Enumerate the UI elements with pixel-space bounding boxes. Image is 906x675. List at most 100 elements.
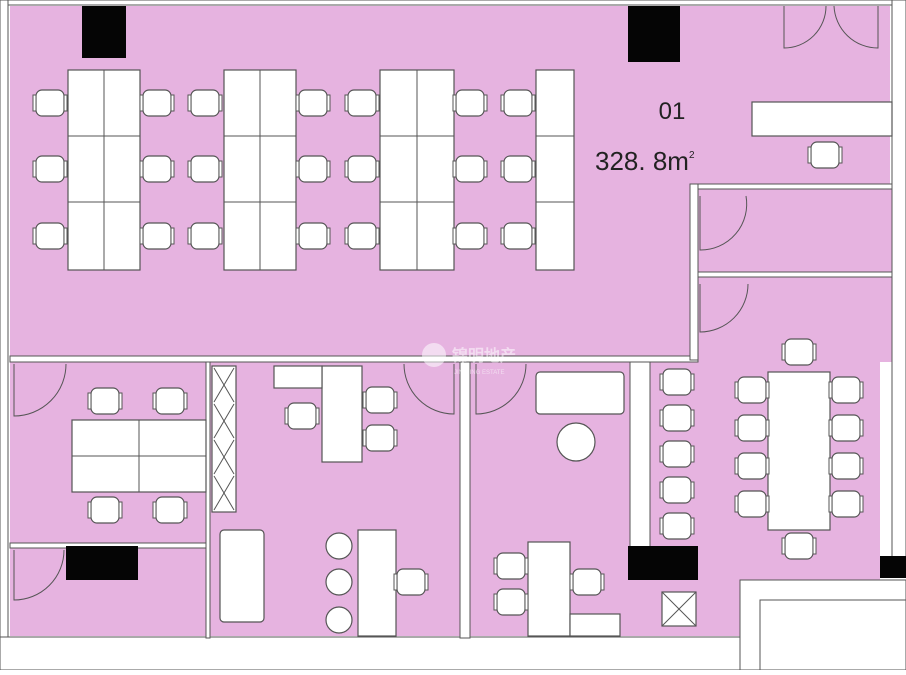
cabinet-cross bbox=[213, 475, 235, 511]
chair bbox=[344, 222, 380, 250]
watermark: 锦明地产 JIN MING ESTATE bbox=[422, 343, 516, 376]
office-return-a bbox=[273, 365, 323, 389]
column bbox=[628, 6, 680, 62]
stool bbox=[325, 606, 353, 634]
chair bbox=[32, 222, 68, 250]
cabinet-cross bbox=[213, 403, 235, 439]
right-wall bbox=[891, 0, 906, 561]
chair bbox=[32, 155, 68, 183]
chair bbox=[284, 402, 320, 430]
chair bbox=[500, 89, 536, 117]
chair bbox=[734, 452, 770, 480]
chair bbox=[781, 532, 817, 560]
chair bbox=[362, 424, 398, 452]
chair bbox=[734, 376, 770, 404]
cabinet-cross bbox=[213, 367, 235, 403]
chairs bbox=[32, 89, 864, 634]
middle-wall bbox=[9, 355, 699, 363]
chair bbox=[781, 338, 817, 366]
shaft-cross bbox=[661, 591, 697, 627]
chair bbox=[87, 387, 123, 415]
left-wall bbox=[0, 0, 9, 671]
office-desk-b bbox=[527, 541, 571, 637]
partition-3 bbox=[629, 361, 651, 549]
chair bbox=[493, 588, 529, 616]
chair bbox=[493, 552, 529, 580]
chair bbox=[187, 89, 223, 117]
room-area-value: 328. 8m bbox=[595, 146, 689, 176]
chair bbox=[828, 490, 864, 518]
partition-1 bbox=[205, 361, 211, 639]
chair bbox=[659, 368, 695, 396]
cabinet-pattern bbox=[213, 367, 697, 627]
chair bbox=[452, 89, 488, 117]
chair bbox=[659, 476, 695, 504]
chair bbox=[828, 414, 864, 442]
corridor-wall-mid bbox=[697, 271, 893, 278]
column bbox=[628, 546, 698, 580]
stool bbox=[325, 532, 353, 560]
chair bbox=[807, 141, 843, 169]
office-desk-a2 bbox=[357, 529, 397, 637]
door-swing bbox=[699, 283, 749, 333]
watermark-logo-icon bbox=[422, 343, 446, 367]
chair bbox=[734, 414, 770, 442]
chair bbox=[500, 222, 536, 250]
chair bbox=[344, 155, 380, 183]
sofa-b bbox=[535, 371, 625, 415]
watermark-text: 锦明地产 bbox=[452, 346, 516, 365]
chair bbox=[295, 155, 331, 183]
room-number: 01 bbox=[659, 98, 686, 125]
door-swing bbox=[475, 363, 527, 415]
cabinet bbox=[211, 365, 237, 513]
office-return-b bbox=[569, 613, 621, 637]
conference-table bbox=[767, 371, 831, 531]
door-swing bbox=[13, 363, 67, 417]
chair bbox=[344, 89, 380, 117]
doors bbox=[13, 5, 879, 601]
chair bbox=[295, 222, 331, 250]
desk-cluster-4 bbox=[535, 69, 575, 271]
chair bbox=[87, 496, 123, 524]
chair bbox=[393, 568, 429, 596]
chair bbox=[828, 452, 864, 480]
door-swing bbox=[783, 5, 827, 49]
chair bbox=[362, 386, 398, 414]
chair bbox=[152, 496, 188, 524]
chair bbox=[139, 222, 175, 250]
chair bbox=[569, 568, 605, 596]
chair bbox=[187, 222, 223, 250]
chair bbox=[32, 89, 68, 117]
reception-desk bbox=[751, 101, 893, 137]
column bbox=[66, 546, 138, 580]
room-area-unit: 2 bbox=[689, 150, 695, 161]
office-desk-a bbox=[321, 365, 363, 463]
chair bbox=[152, 387, 188, 415]
watermark-subtext: JIN MING ESTATE bbox=[454, 370, 504, 376]
cabinet-cross bbox=[213, 439, 235, 475]
room-area: 328. 8m2 bbox=[595, 146, 695, 176]
chair bbox=[452, 222, 488, 250]
columns bbox=[66, 6, 906, 580]
bottom-wall bbox=[0, 636, 741, 671]
desk-lines bbox=[68, 70, 574, 492]
chair bbox=[500, 155, 536, 183]
partition-2 bbox=[459, 361, 471, 639]
sofa-a bbox=[219, 529, 265, 623]
column bbox=[880, 556, 906, 578]
corridor-wall-left bbox=[689, 183, 699, 361]
door-swing bbox=[699, 195, 748, 251]
door-swing bbox=[403, 363, 455, 415]
chair bbox=[295, 89, 331, 117]
door-swing bbox=[833, 5, 879, 49]
column bbox=[82, 6, 126, 58]
chair bbox=[659, 512, 695, 540]
chair bbox=[659, 404, 695, 432]
chair bbox=[828, 376, 864, 404]
round-table bbox=[556, 422, 596, 462]
top-wall bbox=[0, 0, 906, 6]
corridor-wall-top bbox=[697, 183, 893, 190]
